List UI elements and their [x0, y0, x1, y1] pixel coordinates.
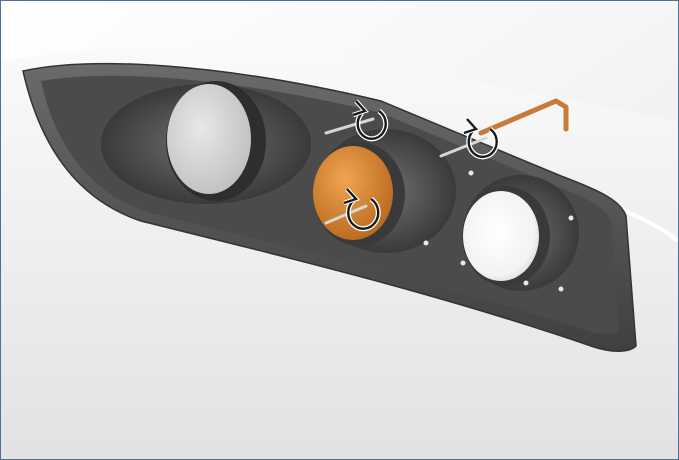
lamp-right-lens: [463, 191, 539, 281]
screw-dot: [569, 216, 574, 221]
screw-dot: [424, 241, 429, 246]
screw-dot: [469, 171, 474, 176]
screw-dot: [524, 281, 529, 286]
lamp-left-lens: [167, 84, 251, 194]
screw-dot: [559, 287, 564, 292]
screw-dot: [461, 261, 466, 266]
